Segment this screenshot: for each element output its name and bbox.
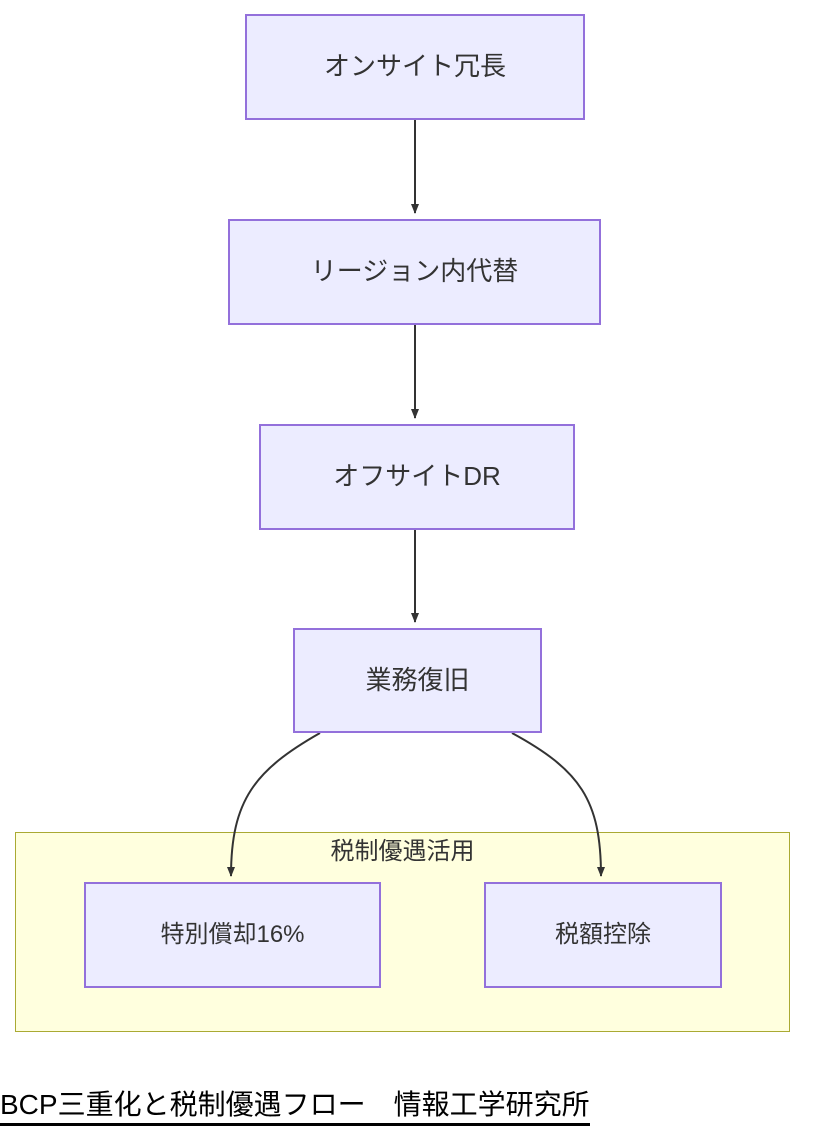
node-tax-credit[interactable]: 税額控除 [484,882,722,988]
node-onsite-redundancy[interactable]: オンサイト冗長 [245,14,585,120]
node-label-offsite-dr: オフサイトDR [333,461,501,492]
diagram-caption: BCP三重化と税制優遇フロー 情報工学研究所 [0,1089,822,1126]
node-label-intra-region-failover: リージョン内代替 [310,256,519,287]
node-label-business-recovery: 業務復旧 [365,664,470,695]
node-business-recovery[interactable]: 業務復旧 [293,628,542,733]
cluster-label-tax-incentives: 税制優遇活用 [330,838,475,865]
node-label-tax-credit: 税額控除 [555,921,651,949]
node-special-depreciation[interactable]: 特別償却16% [84,882,381,988]
node-offsite-dr[interactable]: オフサイトDR [259,424,575,530]
node-label-onsite-redundancy: オンサイト冗長 [323,51,506,82]
node-intra-region-failover[interactable]: リージョン内代替 [228,219,601,325]
node-label-special-depreciation: 特別償却16% [160,921,305,949]
diagram-caption-text: BCP三重化と税制優遇フロー 情報工学研究所 [0,1089,590,1126]
